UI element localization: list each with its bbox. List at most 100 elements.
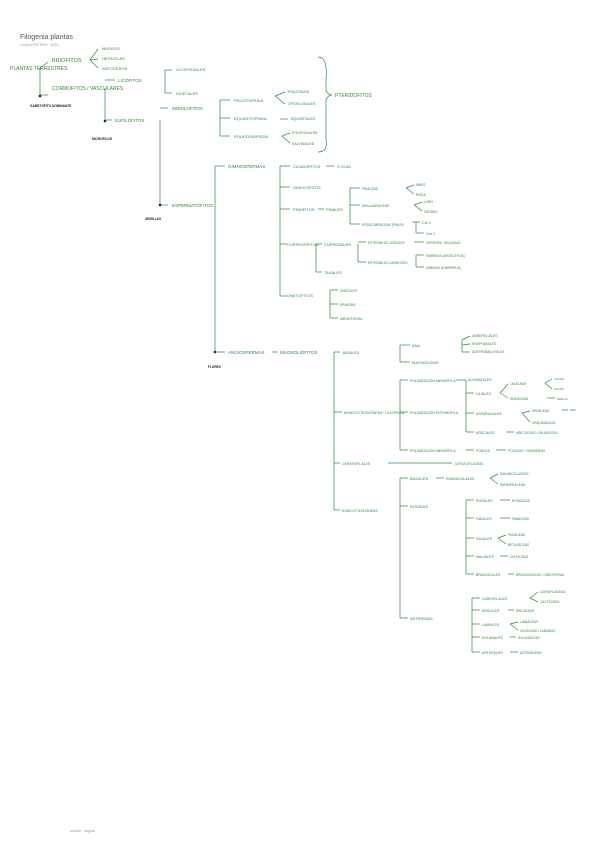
node-malvales: MALVALES bbox=[476, 555, 495, 559]
node-rosales: ROSALES bbox=[476, 499, 493, 503]
note-flores: FLORES bbox=[208, 365, 221, 369]
node-ericaceas: ERICÁCEAS bbox=[516, 609, 534, 613]
node-solanales: SOLANALES bbox=[482, 636, 503, 640]
node-papaveraceas: PAPAVERÁCEAS bbox=[500, 483, 525, 487]
node-solanaceas: SOLANÁCEAS bbox=[518, 636, 540, 640]
node-rosaceas: ROSÁCEAS bbox=[512, 499, 530, 503]
note-semillas: SEMILLAS bbox=[145, 217, 161, 221]
node-welwitschia: WELWITSCHIA bbox=[340, 317, 363, 321]
node-tulipa: TULIPA bbox=[554, 377, 564, 381]
node-fagales: FAGALES bbox=[476, 537, 493, 541]
node-equisetopsida: EQUISETOPSIDA bbox=[234, 116, 267, 121]
node-oleaceas: OLEÁCEAS / LABIADAS bbox=[520, 629, 555, 633]
node-angiospermas: ANGIOSPERMAS bbox=[228, 350, 265, 355]
node-iris: IRIS bbox=[570, 408, 576, 412]
node-orquidaceas: ORQUIDÁCEAS bbox=[532, 421, 556, 425]
node-cariofilaceas: CARIOFILÁCEAS bbox=[540, 590, 566, 594]
node-brassicaceas: BRASSICÁCEAS / CRUCÍFERAS bbox=[516, 573, 564, 577]
note-microfilos: MICROFILOS bbox=[92, 137, 112, 141]
node-monocot: MONOCOTILEDÓNEAS / LILIÓPSIDA bbox=[344, 410, 405, 415]
node-liliaceas: LILIÁCEAS bbox=[510, 382, 526, 386]
node-cormofitos: CORMOFITOS / VASCULARES bbox=[52, 86, 124, 92]
node-ericales: ERICALES bbox=[482, 609, 500, 613]
node-poli-anem: POLINIZACIÓN ANEMÓFILA bbox=[410, 378, 456, 383]
node-basales: BASALES bbox=[343, 351, 360, 355]
node-pinaceae: PINACEAE bbox=[362, 187, 378, 191]
node-2en2: 2 en 2 bbox=[422, 221, 431, 225]
node-isoetales: ISOETALES bbox=[176, 91, 198, 96]
node-cistaceas: CISTÁCEAS bbox=[510, 555, 528, 559]
node-licofitos: LICÓFITOS bbox=[118, 77, 142, 83]
node-licopodiales: LICOPODIALES bbox=[176, 67, 206, 72]
node-ephedra: EPHEDRA bbox=[340, 303, 356, 307]
node-polipodiopsida: POLIPODIOPSIDA bbox=[234, 134, 268, 139]
node-smilax: SMILAX bbox=[557, 397, 568, 401]
note-gametofito: GAMETOFITO DOMINANTE bbox=[30, 104, 71, 108]
node-briofitos: BRIOFITOS bbox=[52, 58, 82, 64]
node-larix: LARIX bbox=[424, 200, 434, 204]
node-plantas: PLANTAS TERRESTRES bbox=[10, 66, 68, 72]
node-salviniales: SALVINIALES bbox=[292, 142, 315, 146]
node-cupresales: CUPRESALES bbox=[324, 242, 351, 247]
node-psilotales: PSILOTALES bbox=[288, 90, 310, 94]
node-eudicot: EUDICOTILEDÓNEAS bbox=[342, 508, 378, 513]
node-hepaticas: HEPÁTICAS bbox=[102, 56, 125, 61]
node-monilofitos: MONILOFITOS bbox=[172, 106, 203, 111]
node-podocarpaceae: PODOCARPACEAE (PINUS) bbox=[362, 223, 404, 227]
node-fabaceas: FABÁCEAS bbox=[512, 517, 529, 521]
node-ceratofilaceas: CERATOFILÁCEAS bbox=[455, 462, 483, 466]
node-enebros: ENEBROS (ARCEUTHOS) bbox=[426, 254, 465, 258]
node-cycas: CYCAS bbox=[337, 164, 351, 169]
node-taxales: TAXALES bbox=[324, 270, 342, 275]
node-asterales: ASTERALES bbox=[482, 651, 503, 655]
node-asteraceas: ASTERÁCEAS bbox=[520, 651, 541, 655]
node-eufilofitos: EUFILÓFITOS bbox=[115, 117, 144, 123]
node-poales: POALES bbox=[476, 449, 491, 453]
node-magnoliofitos: MAGNOLIÓFITOS bbox=[280, 349, 317, 355]
page-subtitle: Lucía MONTERO · 2024 bbox=[20, 43, 59, 47]
node-brassicales: BRASSICALES bbox=[476, 573, 501, 577]
node-cicadofitos: CICADÓFITOS bbox=[293, 164, 321, 169]
node-fagaceas: FAGÁCEAS bbox=[508, 533, 525, 537]
node-cedrus: CEDRUS bbox=[424, 210, 437, 214]
node-arecaceas: ARECÁCEAS / PALMÁCEAS bbox=[516, 431, 558, 435]
node-cipreses: CIPRESES, SEQUOIAS bbox=[426, 241, 461, 245]
node-nymphaeales: NYMPHAEALES bbox=[472, 342, 496, 346]
node-ranunculaceas: RANUNCULÁCEAS bbox=[500, 472, 529, 476]
node-3en3: 3 en 3 bbox=[426, 232, 435, 236]
node-lilium: LILIUM bbox=[554, 387, 564, 391]
node-lamiaceas: LAMIÁCEAS bbox=[520, 620, 538, 624]
page-footer: wuolah · página bbox=[70, 829, 95, 833]
node-eu-basales: BASALES bbox=[410, 476, 429, 481]
node-asparagales: ASPARAGALES bbox=[476, 412, 502, 416]
node-psilotopsida: PSILOTOPSIDA bbox=[234, 98, 264, 103]
node-amborellales: AMBORELLALES bbox=[472, 334, 498, 338]
node-asteridas: ASTERIDAS bbox=[410, 616, 433, 621]
node-ceratofilales: CERATOFILALES bbox=[342, 462, 371, 466]
node-ofioglosales: OFIOGLOSALES bbox=[288, 102, 316, 106]
node-ranunculales: RANUNCULALES bbox=[446, 477, 475, 481]
node-caryophyllales: CARIOFILALES bbox=[482, 597, 508, 601]
node-ginkgofitos: GINKGOFITOS bbox=[293, 185, 321, 190]
node-poaceas: POÁCEAS / GRAMÍNEAS bbox=[508, 449, 545, 453]
node-espermatofitos: ESPERMATÓFITOS bbox=[172, 202, 213, 208]
node-antoceros: ANTOCEROS bbox=[102, 66, 128, 71]
node-pteridofitos: PTERIDOFITOS bbox=[335, 93, 373, 99]
node-pinofitos: PINOFITOS bbox=[293, 207, 315, 212]
node-gimnospermas: GIMNOSPERMAS bbox=[228, 164, 265, 169]
node-polipodiales: POLIPODIALES bbox=[292, 131, 318, 135]
node-sabinas: SABINAS (JUNIPERUS) bbox=[426, 266, 461, 270]
node-cactaceas: CACTÁCEAS bbox=[540, 600, 559, 604]
node-ana: ANA bbox=[412, 343, 421, 348]
node-alismatales: ALISMATALES bbox=[468, 378, 492, 382]
node-cupresofitos: CUPRESÓFITOS bbox=[287, 242, 319, 247]
node-fabales: FABALES bbox=[476, 517, 492, 521]
page-title: Filogenia plantas bbox=[20, 34, 73, 41]
node-poli-anem2: POLINIZACIÓN ANEMÓFILA bbox=[410, 448, 456, 453]
node-abies: ABIES bbox=[416, 183, 425, 187]
node-austrobaileyales: AUSTROBAILEYALES bbox=[472, 350, 504, 354]
node-betulaceas: BETULÁCEAS bbox=[508, 543, 529, 547]
node-musgos: MUSGOS bbox=[102, 46, 120, 51]
node-poli-ento: POLINIZACIÓN ENTOMÓFILA bbox=[410, 410, 459, 415]
